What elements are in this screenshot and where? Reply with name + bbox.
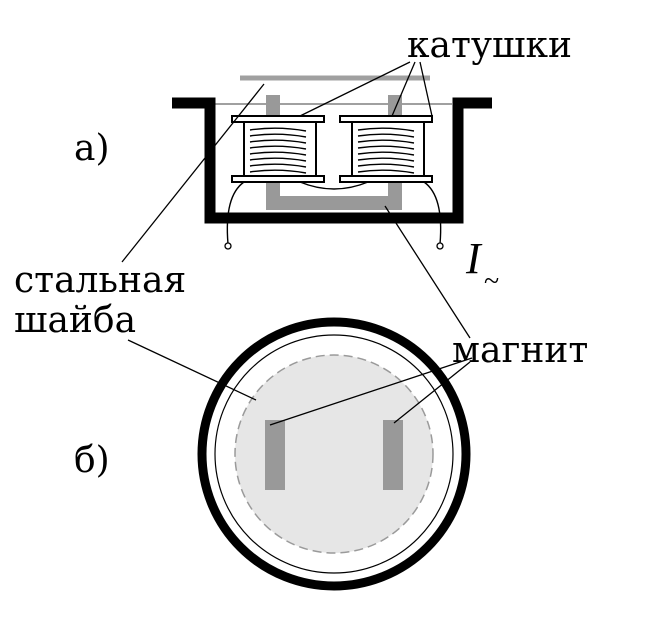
current-subscript: ~ [484,266,499,297]
terminal-left [224,242,232,250]
housing [172,97,492,224]
magnet-pole-right [383,420,403,490]
label-steel-washer-line2: шайба [14,300,136,341]
top-view [197,317,471,591]
right-coil [339,115,433,183]
current-symbol: I [465,234,483,283]
right-coil-windings [357,127,415,174]
lead-wires [226,181,442,245]
left-coil [231,115,325,183]
coil-link-wire [299,181,369,190]
label-coils: катушки [407,25,572,66]
housing-inner-ring [214,334,454,574]
leader-lines [121,61,473,426]
left-coil-windings [249,127,307,174]
label-part-a: а) [74,128,110,169]
side-view [172,75,492,250]
steel-washer-disc [234,354,434,554]
label-magnet: магнит [452,330,588,371]
magnet-pole-left [265,420,285,490]
label-part-b: б) [74,440,110,481]
terminal-right [436,242,444,250]
label-steel-washer-line1: стальная [14,260,186,301]
current-label: I ~ [465,234,499,297]
